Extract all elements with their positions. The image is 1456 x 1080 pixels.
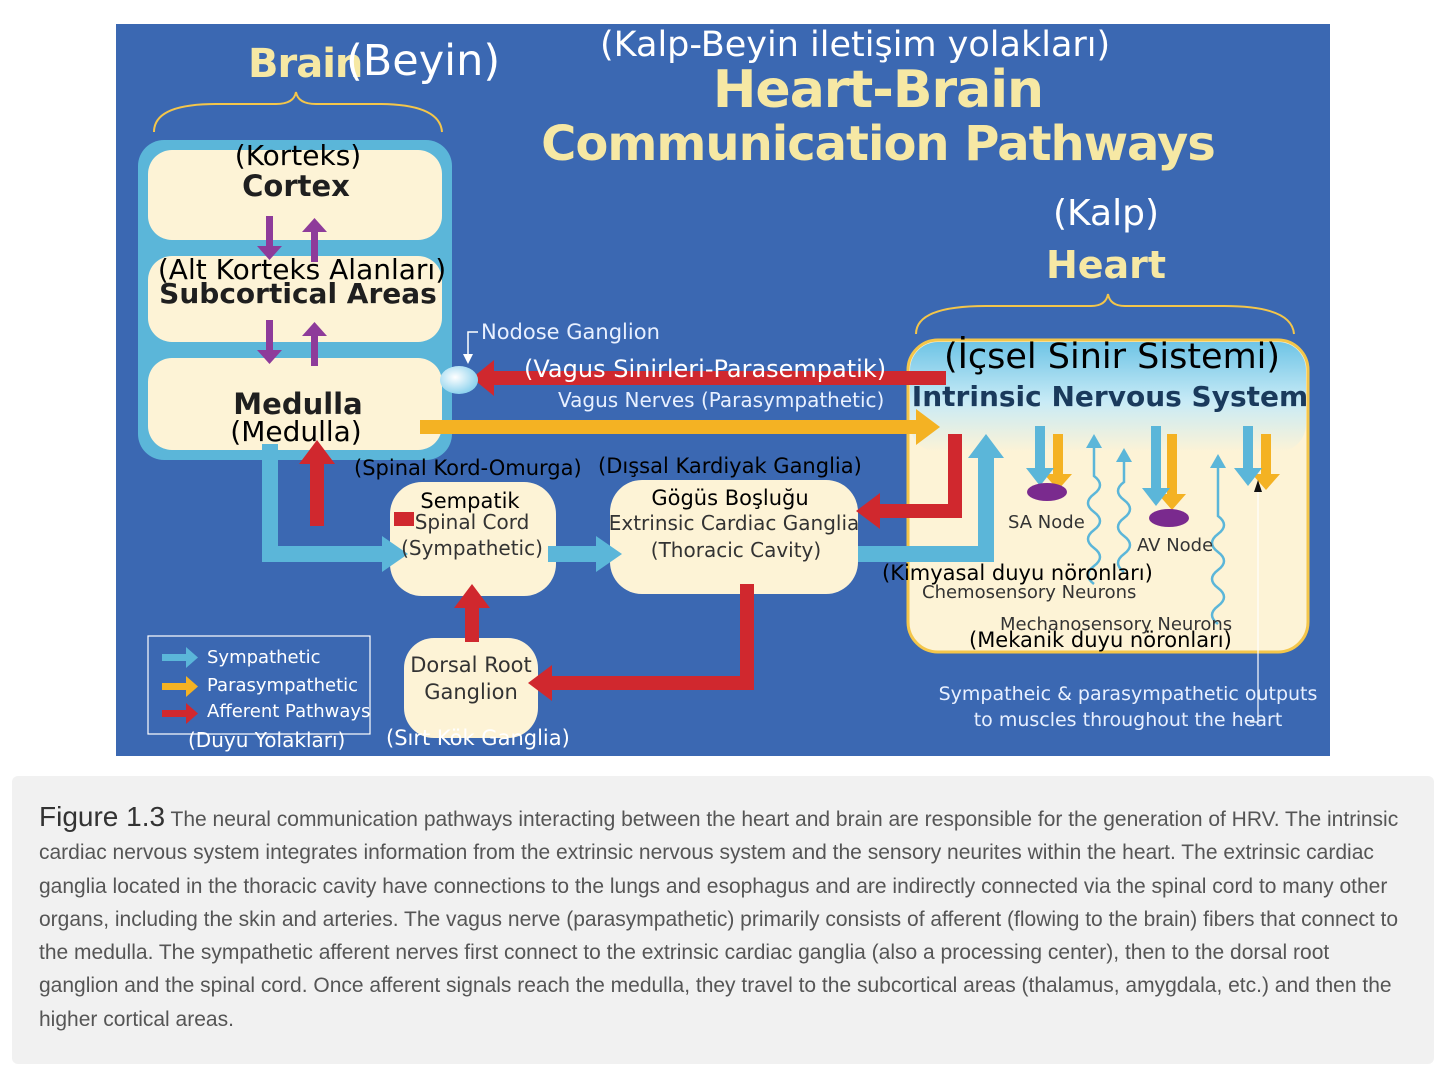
- parasympathetic-arrows: [420, 409, 1280, 510]
- heart-brain-diagram: Brain (Beyin) (Kalp-Beyin iletişim yolak…: [116, 24, 1330, 756]
- drg-tr: (Sırt Kök Ganglia): [386, 726, 570, 750]
- sympathetic-arrows: [262, 426, 1262, 572]
- subcortical-tr: (Alt Korteks Alanları): [157, 253, 447, 286]
- medulla-tr: (Medulla): [230, 415, 362, 448]
- ecg-line2: (Thoracic Cavity): [650, 538, 822, 562]
- sa-node: [1027, 483, 1067, 501]
- legend-swatches: [162, 647, 198, 724]
- medulla-box: [148, 358, 442, 450]
- extrinsic-tr: (Dışsal Kardiyak Ganglia): [598, 454, 862, 478]
- vagus-label: Vagus Nerves (Parasympathetic): [558, 388, 885, 412]
- caption-text: The neural communication pathways intera…: [39, 808, 1399, 1031]
- legend-sympathetic: Sympathetic: [207, 647, 321, 668]
- av-node-label: AV Node: [1137, 535, 1214, 556]
- output-line: [1250, 486, 1259, 723]
- afferent-arrows: [299, 360, 962, 701]
- title-line2: Communication Pathways: [541, 116, 1216, 172]
- drg-line1: Dorsal Root: [410, 653, 532, 677]
- chemo-label: Chemosensory Neurons: [922, 582, 1137, 603]
- heart-tr: (Kalp): [1053, 193, 1159, 234]
- legend-afferent: Afferent Pathways: [207, 701, 371, 722]
- vagus-tr: (Vagus Sinirleri-Parasempatik): [524, 355, 887, 383]
- cortex-box: [148, 150, 442, 240]
- nodose-ganglion: [440, 366, 478, 394]
- ins-band: [910, 342, 1306, 452]
- av-node: [1149, 509, 1189, 527]
- ecg-line1: Extrinsic Cardiac Ganglia: [608, 511, 860, 535]
- ecg-box: [610, 480, 858, 594]
- drg-box: [404, 638, 538, 738]
- brain-label-tr: (Beyin): [346, 36, 501, 86]
- sempatik-tr: Sempatik: [420, 489, 520, 513]
- spinal-line1: Spinal Cord: [414, 510, 530, 534]
- nodose-label: Nodose Ganglion: [481, 320, 660, 344]
- ins-label: Intrinsic Nervous System: [911, 380, 1309, 413]
- diagram-canvas: [116, 24, 1330, 756]
- outputs-line1: Sympatheic & parasympathetic outputs: [938, 683, 1318, 705]
- gogus-tr: Gögüs Boşluğu: [651, 486, 809, 510]
- brain-internal-arrows: [257, 216, 327, 366]
- sensory-neurons: [1086, 444, 1226, 625]
- legend-parasympathetic: Parasympathetic: [207, 675, 359, 696]
- legend-afferent-tr: (Duyu Yolakları): [188, 728, 346, 752]
- title-line1: Heart-Brain: [712, 60, 1044, 120]
- subcortical-label: Subcortical Areas: [159, 277, 437, 310]
- outputs-line2: to muscles throughout the heart: [973, 709, 1283, 731]
- medulla-label: Medulla: [233, 387, 363, 421]
- sa-node-label: SA Node: [1008, 512, 1085, 533]
- heart-label: Heart: [1045, 243, 1167, 287]
- figure-caption: Figure 1.3 The neural communication path…: [12, 776, 1434, 1064]
- ins-tr: (İçsel Sinir Sistemi): [943, 337, 1281, 377]
- spinal-line2: (Sympathetic): [401, 536, 543, 560]
- spinal-tr: (Spinal Kord-Omurga): [354, 456, 582, 480]
- cortex-tr: (Korteks): [234, 139, 362, 172]
- nodose-pointer: [467, 331, 478, 354]
- cortex-label: Cortex: [242, 169, 350, 203]
- spinal-cord-box: [390, 482, 556, 596]
- brain-label: Brain: [248, 41, 363, 87]
- subcortical-box: [148, 256, 442, 342]
- brain-brace: [153, 91, 443, 133]
- mechano-label: Mechanosensory Neurons: [1000, 614, 1233, 635]
- heart-brace: [915, 293, 1295, 335]
- caption-label: Figure 1.3: [39, 801, 166, 832]
- mechano-tr: (Mekanik duyu nöronları): [969, 628, 1232, 652]
- title-tr: (Kalp-Beyin iletişim yolakları): [600, 25, 1111, 65]
- chemo-tr: (Kimyasal duyu nöronları): [882, 561, 1153, 585]
- drg-line2: Ganglion: [424, 680, 518, 704]
